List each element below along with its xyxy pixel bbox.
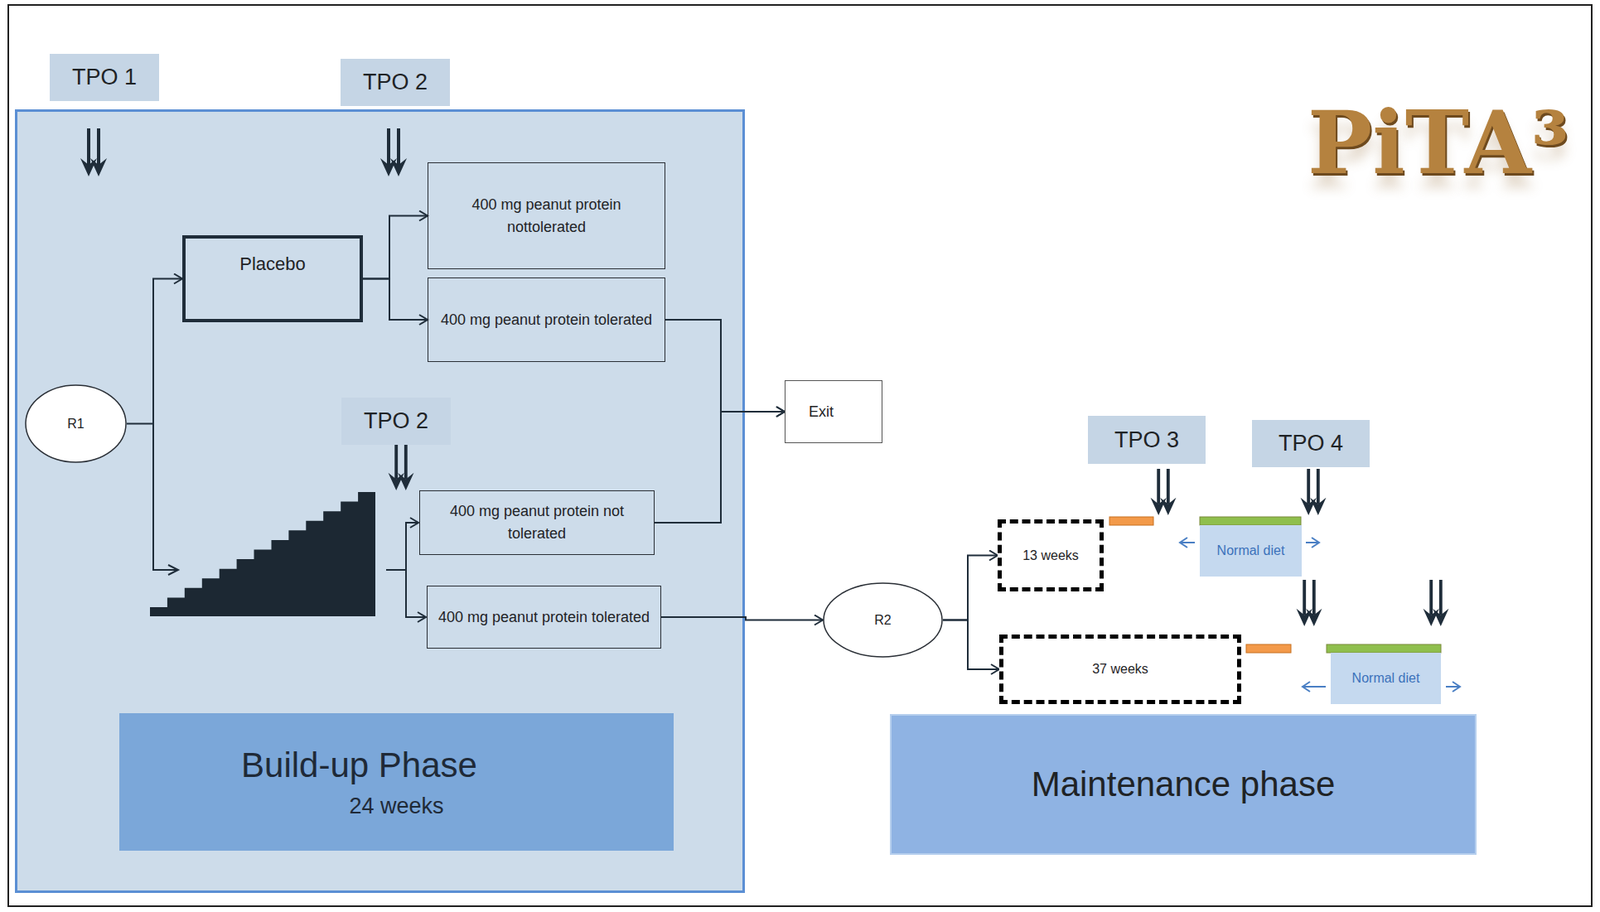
text-block: R2 — [874, 613, 891, 629]
node-text: Normal diet — [1217, 541, 1286, 561]
challenge-label: TPO 3 — [1087, 415, 1206, 465]
node-text: R2 — [874, 613, 891, 629]
flow-connector — [942, 555, 998, 621]
text-block: Maintenance phase — [1031, 764, 1336, 805]
node-text: TPO 3 — [1114, 427, 1180, 454]
flow-connector — [362, 216, 428, 280]
text-block: 37 weeks — [1092, 662, 1149, 677]
text-block: 400 mg peanut protein not tolerated — [426, 500, 648, 546]
randomisation-ellipse: R2 — [822, 582, 943, 658]
node-text: 400 mg peanut protein not tolerated — [426, 500, 648, 546]
challenge-label: TPO 4 — [1251, 420, 1370, 468]
text-block: TPO 2 — [363, 408, 429, 435]
outcome-box: 400 mg peanut protein tolerated — [427, 277, 666, 363]
text-block: Normal diet — [1217, 541, 1286, 561]
node-text: Exit — [808, 403, 834, 421]
text-block: TPO 1 — [72, 64, 137, 91]
phase-duration: 24 weeks — [348, 793, 444, 820]
text-block: 400 mg peanut protein tolerated — [438, 606, 650, 629]
escalation-branch — [153, 423, 426, 623]
flow-connector — [661, 617, 823, 621]
node-text: 400 mg peanut protein nottolerated — [435, 193, 658, 239]
diet-box: Normal diet — [1199, 525, 1302, 577]
phase-title: Build-up Phase — [241, 745, 478, 786]
outcome-box: 400 mg peanut protein tolerated — [426, 585, 662, 649]
node-text: 37 weeks — [1092, 662, 1149, 677]
challenge-label: TPO 2 — [341, 397, 451, 445]
diet-box: Normal diet — [1330, 652, 1441, 705]
dose-escalation-stairs — [149, 492, 376, 617]
node-text: Placebo — [239, 253, 306, 276]
node-text: 400 mg peanut protein tolerated — [438, 606, 650, 629]
outcome-box: 400 mg peanut protein not tolerated — [419, 490, 655, 556]
node-text: TPO 1 — [72, 64, 137, 91]
node-text: 400 mg peanut protein tolerated — [440, 309, 653, 332]
flow-connector — [654, 411, 785, 523]
text-block: 400 mg peanut protein tolerated — [440, 309, 653, 332]
node-text: Maintenance phase — [1031, 764, 1336, 805]
arm-box: Placebo — [182, 235, 363, 323]
node-text: TPO 4 — [1278, 430, 1344, 457]
phase-band: Maintenance phase — [889, 714, 1477, 856]
text-block: Placebo — [239, 253, 306, 276]
phase-panel: Build-up Phase 24 weeks R1 Placebo 400 mg pe… — [14, 109, 745, 894]
flow-connector — [126, 279, 183, 425]
text-block: TPO 2 — [362, 69, 428, 96]
text-block: TPO 4 — [1278, 430, 1344, 457]
phase-band: Build-up Phase 24 weeks — [119, 713, 674, 851]
flow-connector — [665, 319, 785, 412]
node-text: TPO 2 — [363, 408, 429, 435]
text-block: TPO 3 — [1114, 427, 1180, 454]
text-block: 400 mg peanut protein nottolerated — [435, 193, 658, 239]
duration-box: 13 weeks — [997, 519, 1104, 592]
text-block: 13 weeks — [1022, 548, 1079, 564]
challenge-arrows — [80, 128, 1449, 627]
node-text: R1 — [67, 416, 84, 432]
duration-box: 37 weeks — [999, 634, 1242, 705]
outcome-box: 400 mg peanut protein nottolerated — [427, 162, 666, 270]
phase-bars — [1109, 517, 1441, 653]
text-block: Exit — [808, 403, 834, 421]
challenge-label: TPO 1 — [49, 53, 160, 102]
randomisation-ellipse: R1 — [24, 384, 127, 464]
text-block: R1 — [67, 416, 84, 432]
challenge-label: TPO 2 — [340, 58, 450, 107]
flow-connector — [362, 279, 428, 321]
node-text: TPO 2 — [362, 69, 428, 96]
text-block: Normal diet — [1352, 669, 1421, 688]
phase-panel — [16, 111, 745, 893]
page-frame — [8, 4, 1592, 907]
node-text: 13 weeks — [1022, 548, 1079, 564]
flow-connector — [942, 620, 1000, 671]
logo-text: PiTA³ — [1307, 72, 1565, 214]
node-text: Normal diet — [1352, 669, 1421, 688]
exit-box: Exit — [784, 380, 883, 444]
